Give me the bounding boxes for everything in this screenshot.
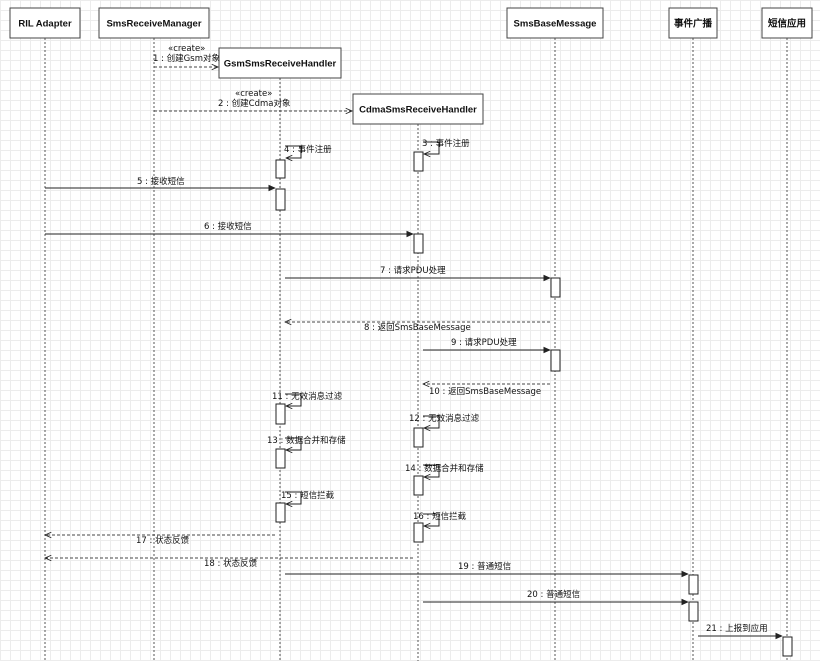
participant-label: SmsBaseMessage: [514, 19, 597, 30]
message-5: 5 : 接收短信: [45, 176, 275, 188]
message-12: 12 : 无效消息过滤: [409, 413, 480, 428]
message-7: 7 : 请求PDU处理: [285, 265, 550, 278]
activation-bar: [550, 277, 561, 298]
message-20: 20 : 普通短信: [423, 589, 688, 602]
participant-box: [506, 7, 604, 39]
lifelines: [44, 38, 788, 661]
participant-box: [761, 7, 813, 39]
message-18: 18 : 状态反馈: [45, 558, 413, 569]
participant-box: [668, 7, 718, 39]
participant-ril: RIL Adapter: [9, 7, 81, 39]
activation-bar: [413, 427, 424, 448]
message-6: 6 : 接收短信: [45, 221, 413, 234]
self-message-arrow: [285, 393, 302, 406]
message-label: 7 : 请求PDU处理: [380, 265, 446, 276]
activation-bar: [782, 636, 793, 657]
activation-bar: [413, 151, 424, 172]
participant-box: [352, 93, 484, 125]
message-label: 12 : 无效消息过滤: [409, 413, 480, 424]
participant-label: CdmaSmsReceiveHandler: [359, 105, 477, 116]
activation-bar: [275, 403, 286, 425]
messages: «create»1 : 创建Gsm对象«create»2 : 创建Cdma对象3…: [45, 44, 782, 636]
self-message-arrow: [423, 141, 440, 154]
participant-label: GsmSmsReceiveHandler: [224, 59, 337, 70]
activation-bar: [275, 502, 286, 523]
participant-label: RIL Adapter: [18, 19, 72, 30]
message-label: 21 : 上报到应用: [706, 623, 768, 634]
message-17: 17 : 状态反馈: [45, 535, 275, 546]
participant-label: SmsReceiveManager: [106, 19, 201, 30]
message-label: 2 : 创建Cdma对象: [218, 98, 291, 109]
message-label: 17 : 状态反馈: [136, 535, 190, 546]
message-9: 9 : 请求PDU处理: [423, 337, 550, 350]
participants: RIL Adapter SmsReceiveManagerGsmSmsReceiv…: [9, 7, 813, 125]
participant-evt: 事件广播: [668, 7, 718, 39]
stereotype-label: «create»: [235, 89, 272, 99]
participant-box: [9, 7, 81, 39]
participant-cdma: CdmaSmsReceiveHandler: [352, 93, 484, 125]
message-15: 15 : 短信拦截: [281, 490, 335, 504]
message-label: 4 : 事件注册: [284, 144, 332, 155]
message-4: 4 : 事件注册: [284, 144, 332, 158]
message-10: 10 : 返回SmsBaseMessage: [423, 384, 550, 397]
message-label: 5 : 接收短信: [137, 176, 185, 187]
message-label: 9 : 请求PDU处理: [451, 337, 517, 348]
activation-bar: [413, 475, 424, 496]
self-message-arrow: [423, 513, 440, 526]
message-16: 16 : 短信拦截: [413, 511, 467, 526]
participant-gsm: GsmSmsReceiveHandler: [218, 47, 342, 79]
activation-bar: [688, 601, 699, 622]
message-14: 14 : 数据合并和存储: [405, 463, 484, 477]
self-message-arrow: [423, 464, 440, 477]
message-label: 15 : 短信拦截: [281, 490, 335, 501]
self-message-arrow: [285, 491, 302, 504]
self-message-arrow: [423, 415, 440, 428]
message-label: 10 : 返回SmsBaseMessage: [429, 386, 541, 397]
activation-bar: [275, 159, 286, 179]
message-label: 16 : 短信拦截: [413, 511, 467, 522]
activation-bar: [413, 522, 424, 543]
self-message-arrow: [285, 437, 302, 450]
message-label: 13 : 数据合并和存储: [267, 435, 346, 446]
activations: [275, 151, 793, 657]
message-1: «create»1 : 创建Gsm对象: [153, 44, 220, 67]
self-message-arrow: [285, 145, 302, 158]
participant-mgr: SmsReceiveManager: [98, 7, 210, 39]
message-label: 1 : 创建Gsm对象: [153, 53, 220, 64]
message-11: 11 : 无效消息过滤: [272, 391, 343, 406]
message-label: 20 : 普通短信: [527, 589, 581, 600]
stereotype-label: «create»: [168, 44, 205, 54]
activation-bar: [275, 188, 286, 211]
message-label: 6 : 接收短信: [204, 221, 252, 232]
participant-label: 短信应用: [768, 18, 806, 30]
participant-box: [218, 47, 342, 79]
message-label: 18 : 状态反馈: [204, 558, 258, 569]
participant-base: SmsBaseMessage: [506, 7, 604, 39]
message-label: 11 : 无效消息过滤: [272, 391, 343, 402]
message-13: 13 : 数据合并和存储: [267, 435, 346, 450]
participant-label: 事件广播: [674, 18, 713, 30]
message-3: 3 : 事件注册: [422, 138, 470, 154]
message-label: 14 : 数据合并和存储: [405, 463, 484, 474]
participant-box: [98, 7, 210, 39]
message-8: 8 : 返回SmsBaseMessage: [285, 322, 550, 333]
activation-bar: [688, 574, 699, 595]
message-21: 21 : 上报到应用: [698, 623, 782, 636]
activation-bar: [275, 448, 286, 469]
participant-app: 短信应用: [761, 7, 813, 39]
message-label: 3 : 事件注册: [422, 138, 470, 149]
activation-bar: [413, 233, 424, 254]
message-label: 8 : 返回SmsBaseMessage: [364, 322, 471, 333]
activation-bar: [550, 349, 561, 372]
message-2: «create»2 : 创建Cdma对象: [154, 89, 352, 111]
message-19: 19 : 普通短信: [285, 561, 688, 574]
message-label: 19 : 普通短信: [458, 561, 512, 572]
